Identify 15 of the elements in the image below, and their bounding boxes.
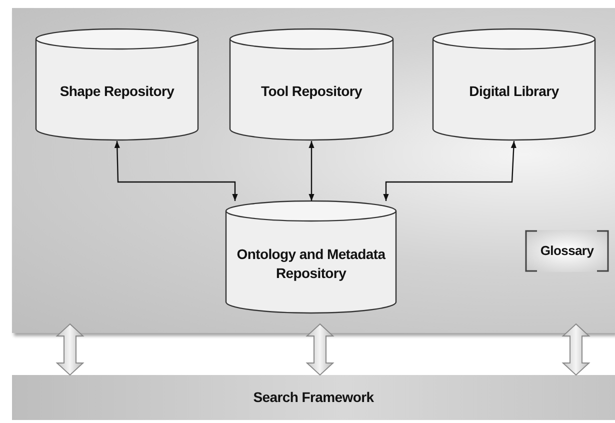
- arrow: [308, 141, 314, 201]
- node-label: Glossary: [540, 242, 594, 260]
- node-label: Ontology and Metadata Repository: [236, 244, 387, 282]
- node-label: Digital Library: [468, 82, 560, 100]
- double-block-arrow: [306, 323, 334, 376]
- glossary-box: [525, 230, 609, 272]
- double-block-arrow: [562, 323, 590, 376]
- node-label: Shape Repository: [58, 82, 176, 100]
- arrow: [114, 140, 238, 201]
- system-panel: [12, 8, 615, 333]
- double-block-arrow: [56, 323, 84, 376]
- arrow: [383, 140, 516, 201]
- node-label: Search Framework: [253, 388, 374, 407]
- node-label: Tool Repository: [260, 82, 364, 100]
- framework-bar: [12, 375, 615, 420]
